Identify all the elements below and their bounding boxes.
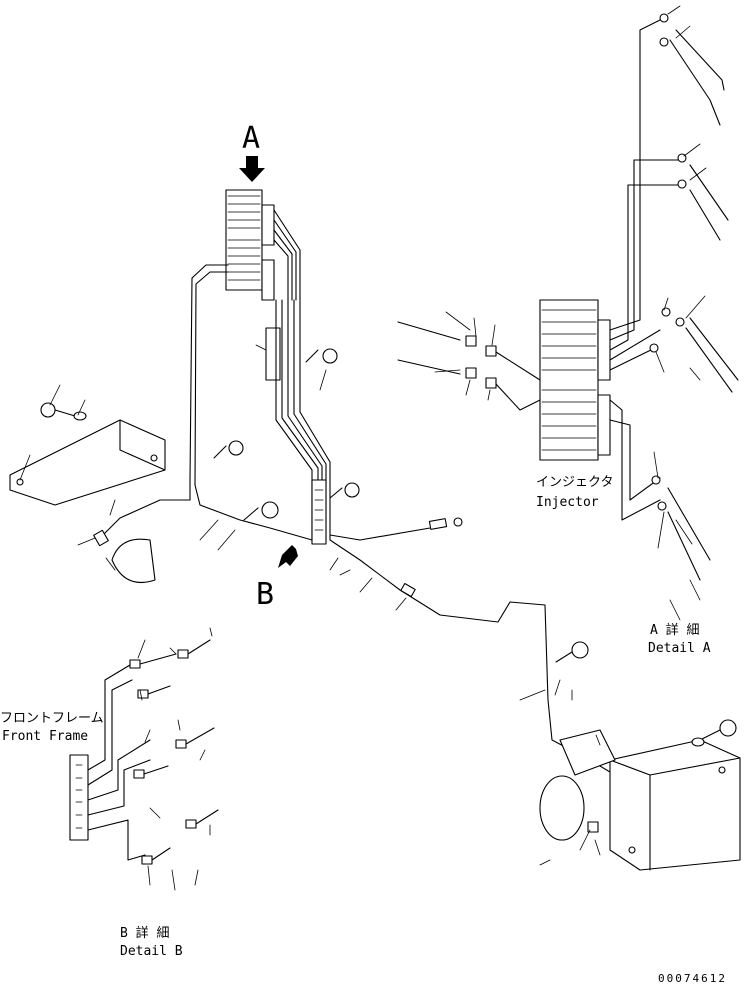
- right-hose-disc: [539, 775, 599, 841]
- right-bolt: [691, 719, 737, 747]
- view-a-label: A: [242, 121, 260, 156]
- detail-b-title-en: Detail B: [120, 944, 183, 959]
- detail-b-fittings: [129, 639, 219, 865]
- detail-a-fittings: [649, 13, 739, 581]
- view-a-arrow: [239, 156, 265, 182]
- center-bolts: [213, 348, 360, 521]
- injector-label-en: Injector: [536, 495, 599, 510]
- detail-a-title-jp: A 詳 細: [650, 622, 699, 638]
- right-clamp: [555, 641, 616, 776]
- front-frame-label-jp: フロントフレーム: [0, 711, 104, 726]
- leader-lines: [19, 5, 707, 891]
- injector-label-jp: インジェクタ: [536, 475, 613, 490]
- left-hose-disc: [111, 538, 156, 584]
- right-bracket: [609, 739, 741, 871]
- left-bolt: [40, 402, 87, 421]
- tube-bundle: [265, 299, 331, 545]
- left-fitting: [93, 529, 109, 547]
- view-b-arrow: [278, 545, 298, 568]
- front-frame-label-en: Front Frame: [2, 729, 88, 744]
- injector-assembly: [539, 19, 681, 521]
- injector-rods: [397, 321, 541, 411]
- detail-b-title-jp: B 詳 細: [120, 925, 169, 941]
- detail-a-title-en: Detail A: [648, 641, 711, 656]
- view-b-label: B: [256, 577, 274, 612]
- main-injector-block: [225, 189, 301, 301]
- left-bracket: [9, 419, 166, 506]
- detail-b-frame: [69, 664, 151, 861]
- drawing-number: 00074612: [658, 972, 727, 985]
- left-grease-tube: [99, 264, 229, 539]
